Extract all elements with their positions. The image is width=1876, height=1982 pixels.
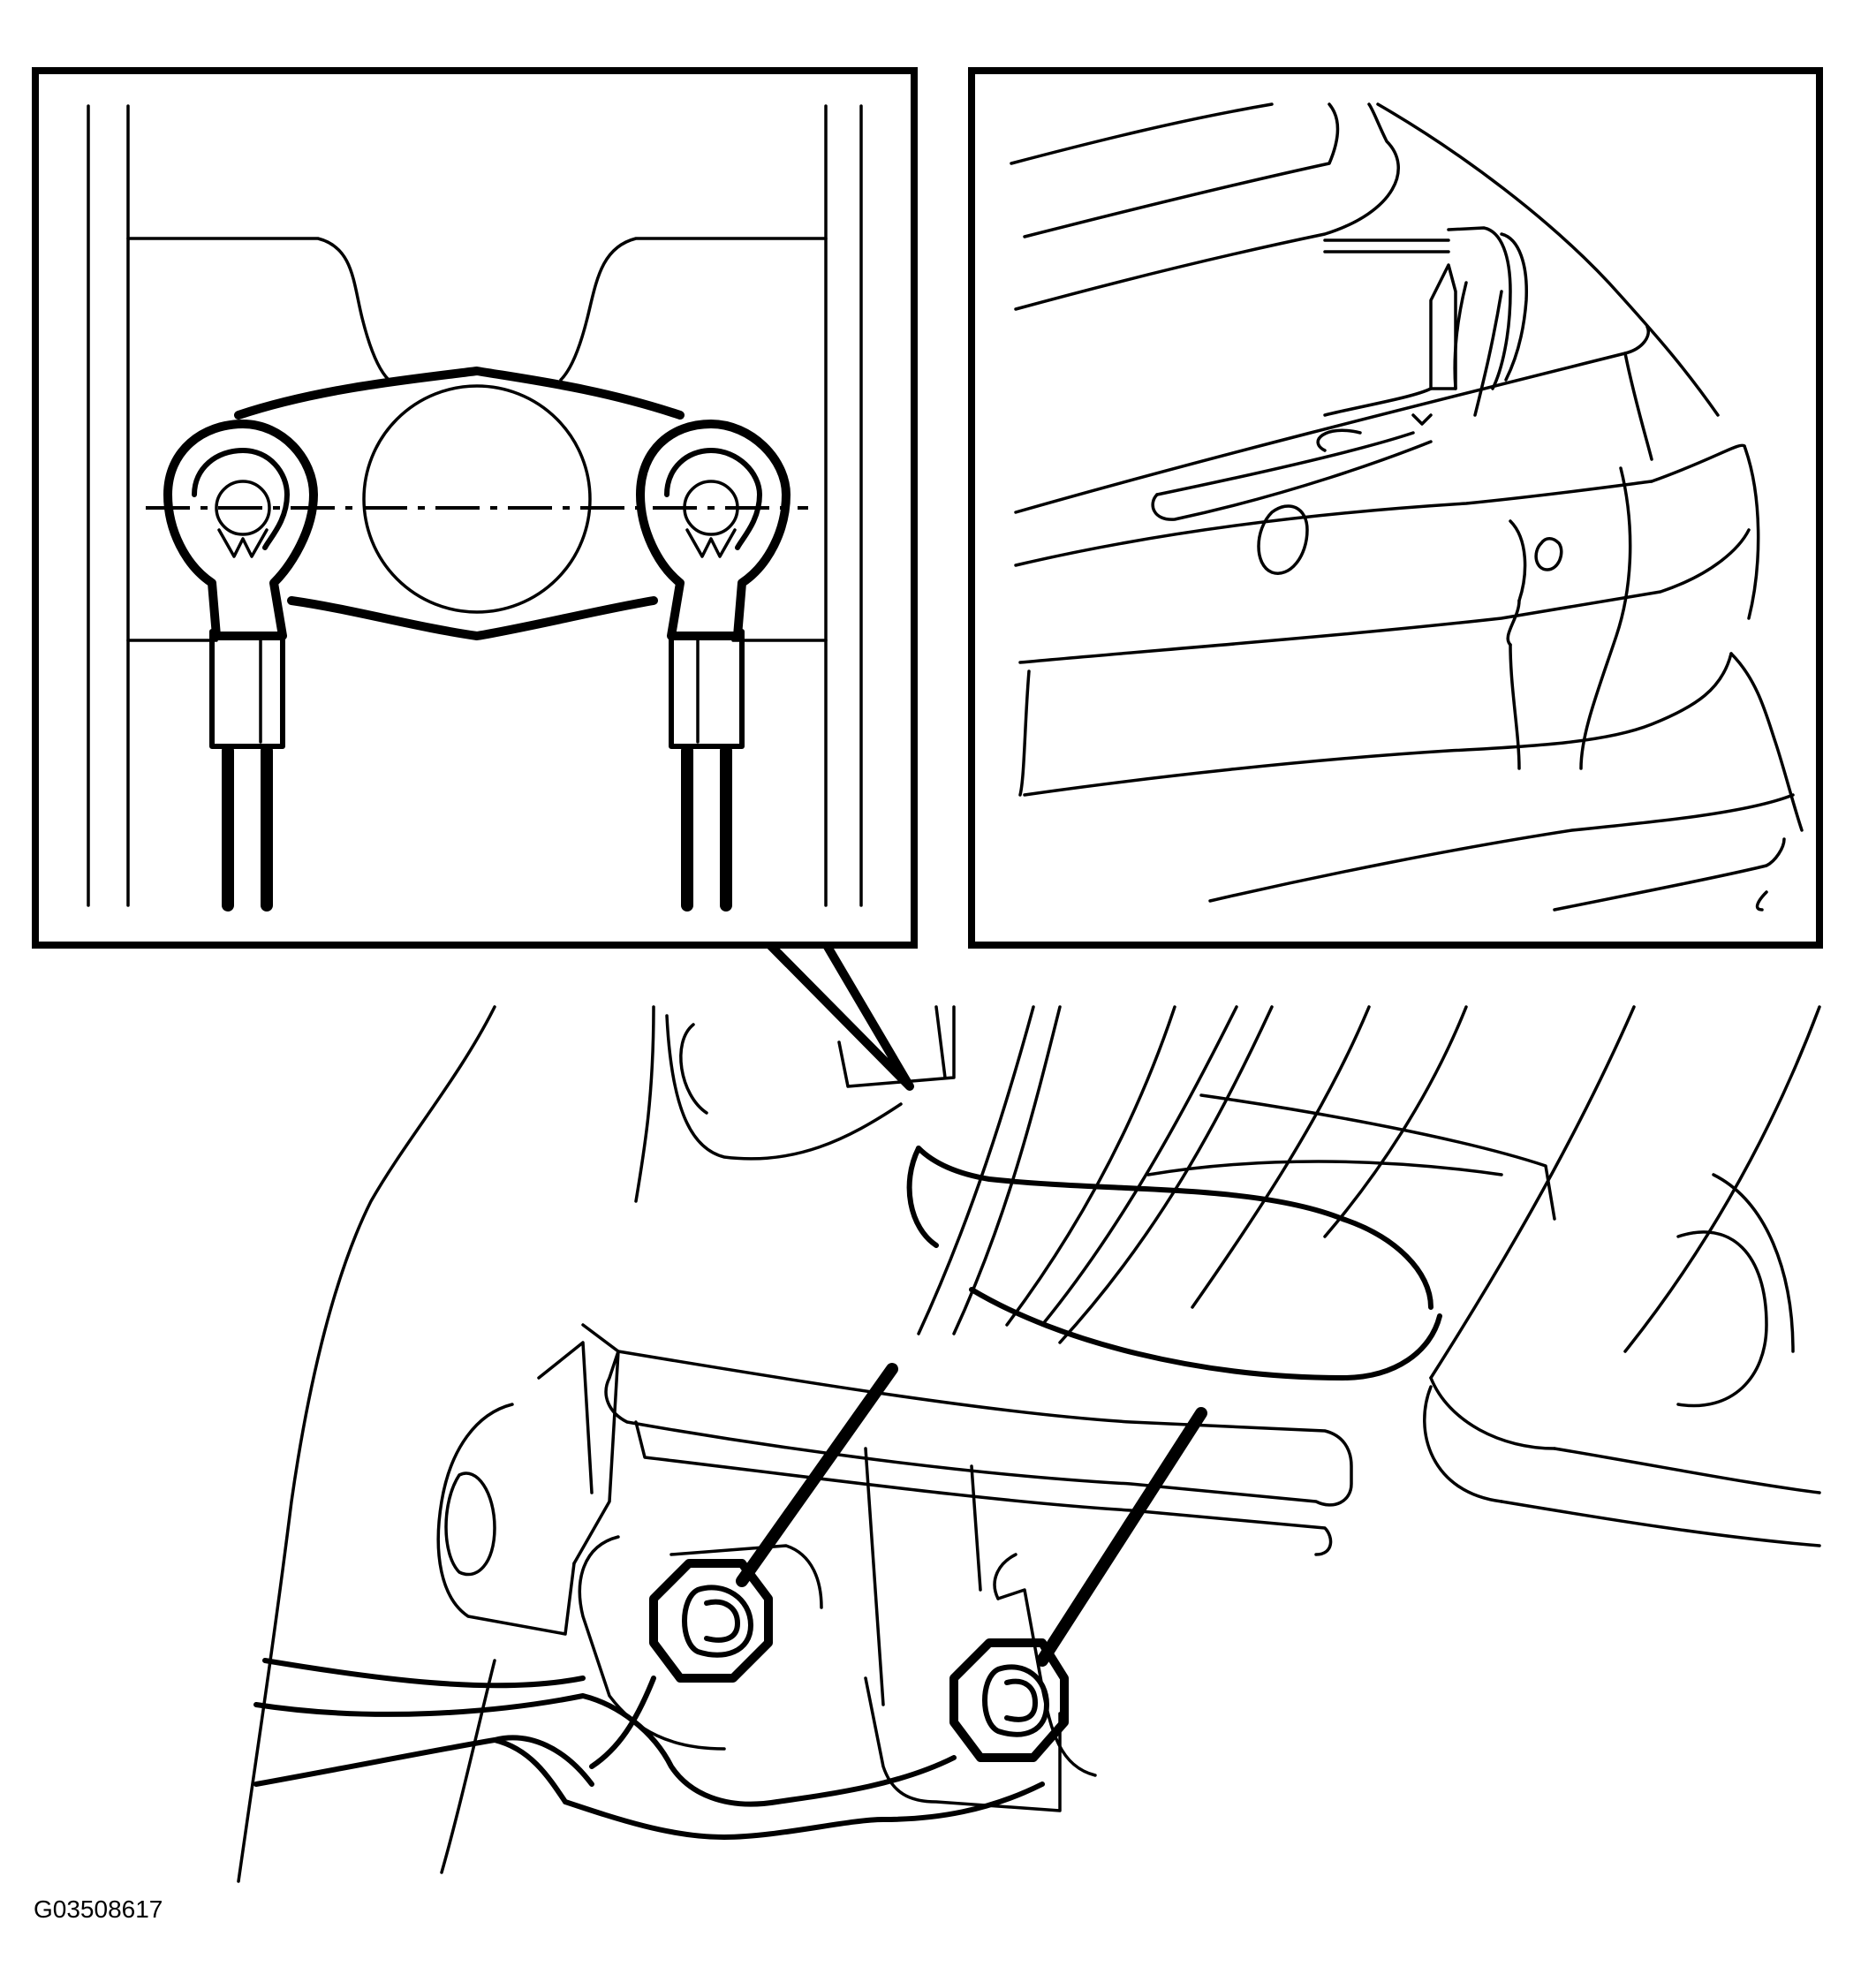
callout-leader	[757, 932, 914, 1091]
vehicle-location-inset	[968, 67, 1823, 949]
terminal-detail-inset	[32, 67, 918, 949]
figure-id-label: G03508617	[34, 1895, 163, 1923]
main-chassis-view	[237, 1005, 1821, 1883]
